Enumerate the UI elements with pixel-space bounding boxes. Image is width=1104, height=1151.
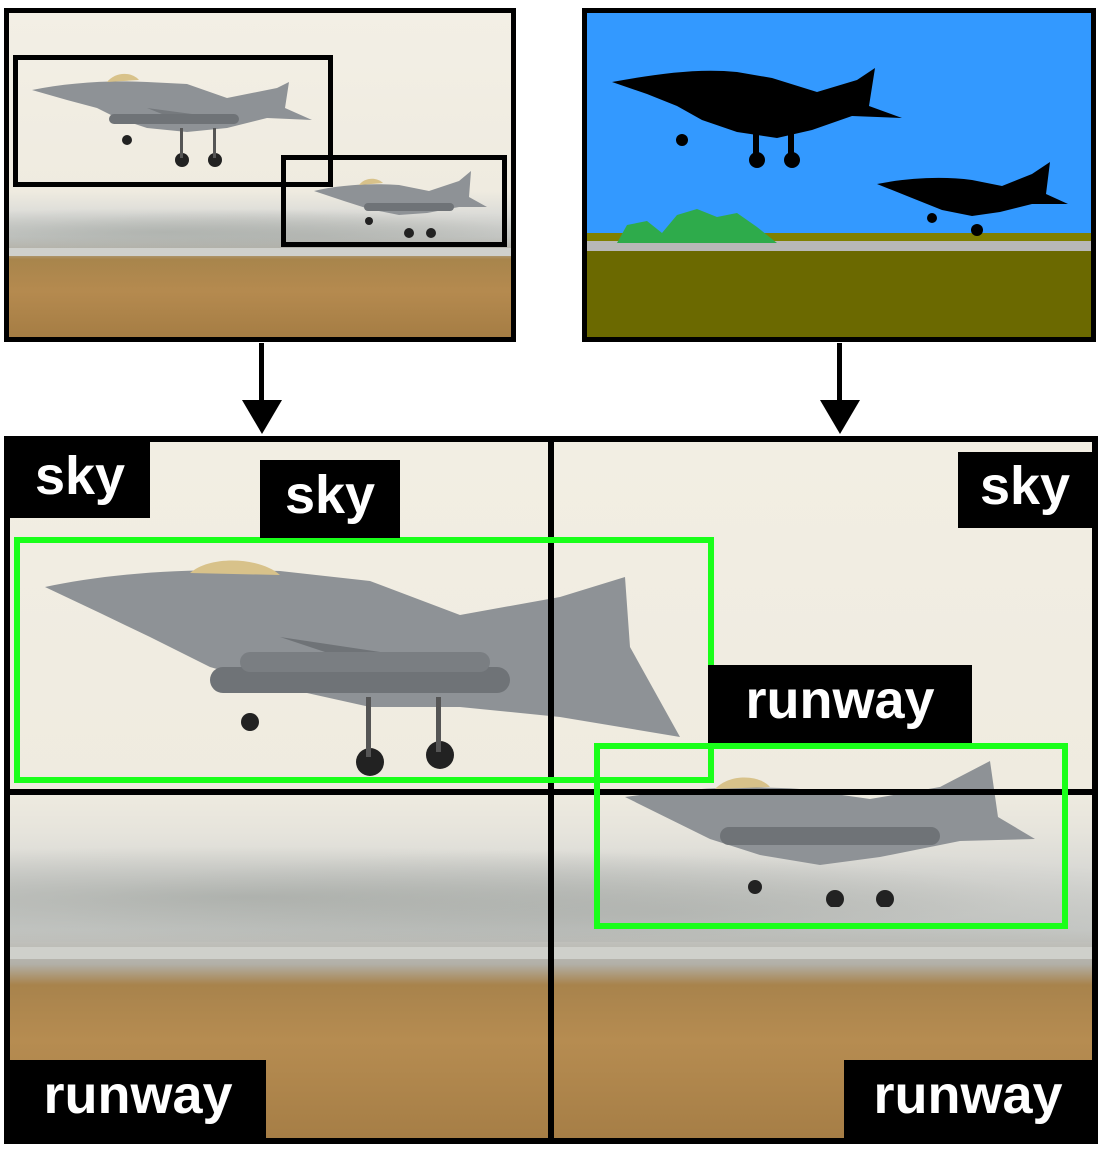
detection-box-small: [281, 155, 507, 247]
label-aircraft-large: sky: [260, 460, 400, 538]
arrow-right-head: [820, 400, 860, 434]
arrow-left-shaft: [259, 343, 264, 401]
label-cell-bottom-right: runway: [844, 1060, 1092, 1138]
label-cell-bottom-left: runway: [10, 1060, 266, 1138]
jet-small-zoomed: [625, 761, 1035, 907]
arrow-left-head: [242, 400, 282, 434]
tree-line-blur: [9, 208, 511, 248]
green-box-small-jet: [594, 743, 1068, 929]
grid-line-horizontal: [10, 789, 1092, 795]
seg-jet-small: [877, 162, 1068, 236]
label-cell-top-right: sky: [958, 452, 1092, 528]
segmentation-panel: [582, 8, 1096, 342]
input-photo-panel: [4, 8, 516, 342]
label-aircraft-small: runway: [708, 665, 972, 743]
arrow-right-shaft: [837, 343, 842, 401]
seg-runway: [587, 241, 1091, 253]
runway-strip: [9, 248, 511, 256]
seg-vegetation: [617, 209, 777, 243]
green-box-large-jet: [14, 537, 714, 783]
jet-large-photo: [32, 73, 312, 167]
label-cell-top-left: sky: [10, 442, 150, 518]
labeled-grid-panel: sky sky sky runway runway runway: [4, 436, 1098, 1144]
seg-jet-large: [612, 68, 902, 168]
detection-box-large: [13, 55, 333, 187]
seg-grass: [587, 233, 1091, 243]
seg-ground: [587, 251, 1091, 337]
jet-large-zoomed: [45, 560, 680, 776]
jet-small-photo: [314, 171, 487, 238]
